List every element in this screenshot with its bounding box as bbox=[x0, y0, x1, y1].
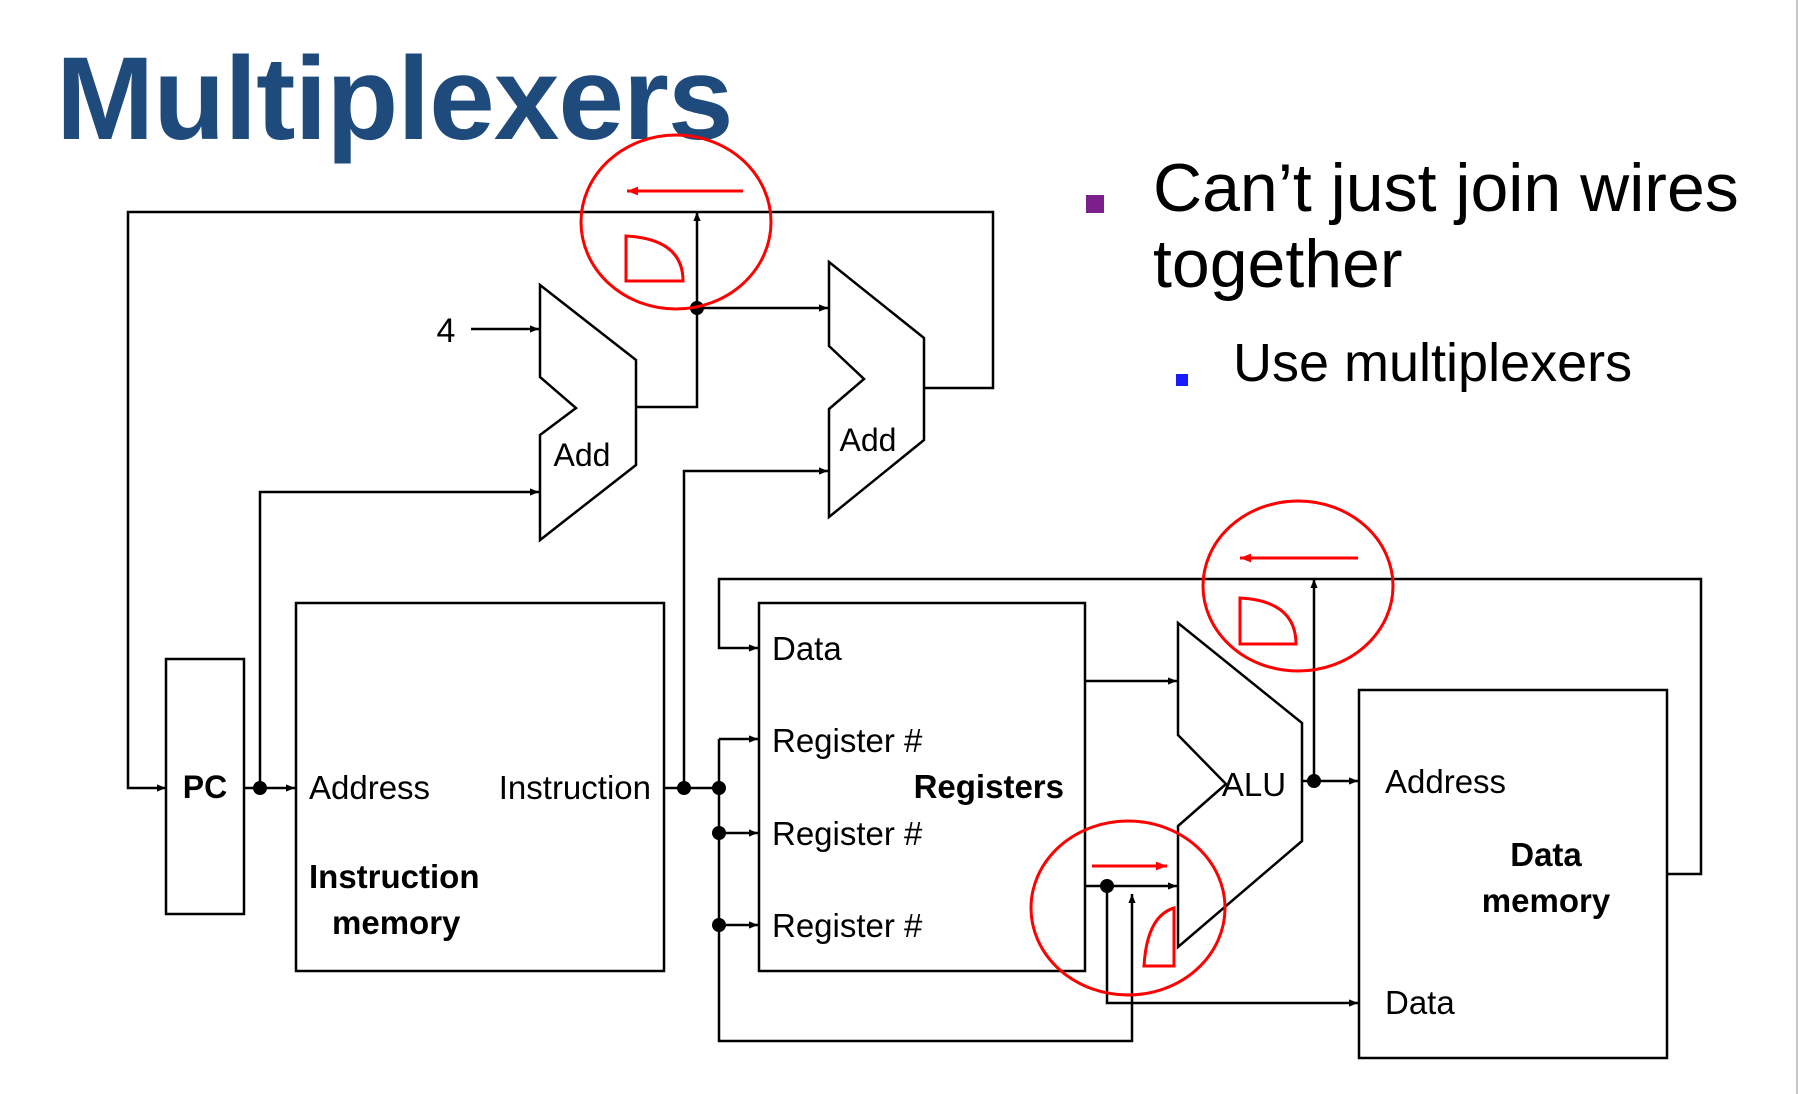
alu bbox=[1176, 620, 1304, 950]
constant-4-label: 4 bbox=[437, 312, 456, 350]
slide-edge-divider bbox=[1796, 0, 1798, 1094]
dmem-name-line1: Data bbox=[1510, 836, 1582, 873]
junction-dot bbox=[712, 781, 726, 795]
dmem-address-label: Address bbox=[1385, 763, 1506, 800]
dmem-name-line2: memory bbox=[1482, 882, 1611, 919]
gate-shape-icon bbox=[624, 234, 685, 283]
bullet-text: Can’t just join wires together bbox=[1153, 150, 1739, 303]
adder-1 bbox=[538, 282, 638, 543]
square-bullet-icon bbox=[1086, 195, 1104, 213]
gate-shape-icon bbox=[1142, 905, 1176, 968]
adder1-label: Add bbox=[554, 437, 611, 473]
dmem-data-label: Data bbox=[1385, 984, 1455, 1021]
reg-read1-label: Register # bbox=[772, 722, 923, 759]
junction-dot bbox=[1100, 879, 1114, 893]
square-bullet-icon bbox=[1176, 374, 1188, 386]
registers-name: Registers bbox=[914, 768, 1064, 805]
registers-block bbox=[757, 601, 1087, 973]
adder-2 bbox=[827, 259, 926, 520]
adder2-label: Add bbox=[840, 422, 897, 458]
annotation-circle-top bbox=[579, 133, 773, 311]
alu-label: ALU bbox=[1222, 766, 1286, 803]
reg-read2-label: Register # bbox=[772, 815, 923, 852]
pc-register bbox=[164, 657, 246, 916]
reg-data-label: Data bbox=[772, 630, 842, 667]
annotation-circle-bottom bbox=[1029, 819, 1227, 997]
annotation-circle-right bbox=[1201, 499, 1395, 673]
pc-label: PC bbox=[183, 769, 227, 805]
junction-dot bbox=[1307, 774, 1321, 788]
imem-name-line2: memory bbox=[332, 904, 461, 941]
junction-dot bbox=[677, 781, 691, 795]
junction-dot bbox=[712, 918, 726, 932]
reg-write-label: Register # bbox=[772, 907, 923, 944]
junction-dot bbox=[712, 826, 726, 840]
gate-shape-icon bbox=[1238, 596, 1298, 646]
imem-address-label: Address bbox=[309, 769, 430, 806]
bullet-text: Use multiplexers bbox=[1233, 333, 1633, 393]
imem-instruction-label: Instruction bbox=[499, 769, 651, 806]
slide-title: Multiplexers bbox=[56, 33, 734, 165]
imem-name-line1: Instruction bbox=[309, 858, 480, 895]
junction-dot bbox=[253, 781, 267, 795]
